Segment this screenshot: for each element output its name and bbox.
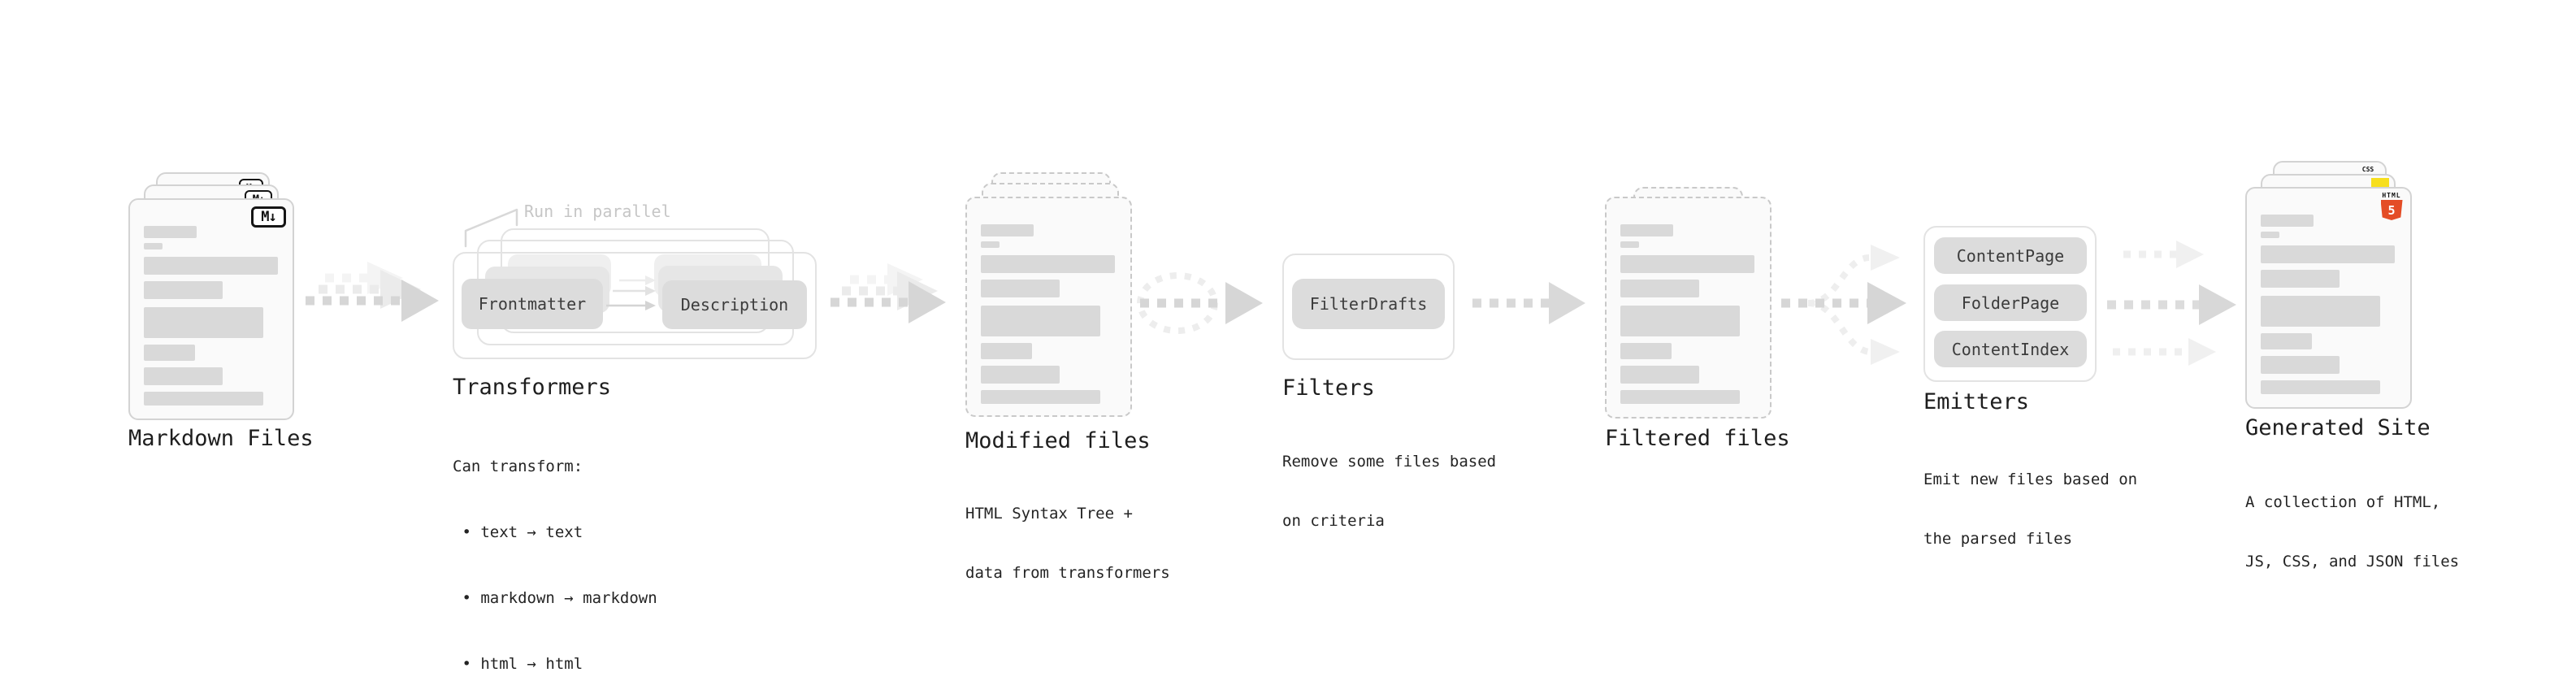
- description-line: on criteria: [1282, 511, 1385, 530]
- skeleton-bar: [2261, 245, 2395, 263]
- skeleton-bar: [2261, 380, 2380, 394]
- skeleton-bar: [2261, 215, 2314, 227]
- skeleton-bar: [2261, 296, 2380, 327]
- skeleton-bar: [144, 392, 263, 406]
- filters-box: [1282, 254, 1455, 360]
- description-line: • html → html: [453, 654, 583, 673]
- description-line: HTML Syntax Tree +: [965, 504, 1133, 523]
- modified-files-label: Modified files: [965, 428, 1151, 453]
- skeleton-bar: [2261, 333, 2312, 349]
- emitter-folderpage: FolderPage: [1934, 284, 2087, 321]
- skeleton-bar: [1620, 241, 1639, 248]
- description-line: Emit new files based on: [1923, 470, 2138, 488]
- markdown-files-label: Markdown Files: [128, 426, 314, 451]
- skeleton-bar: [981, 343, 1032, 359]
- arrow-transformers-to-modified: [830, 263, 946, 323]
- description-line: Can transform:: [453, 457, 583, 475]
- transformers-description: Can transform: • text → text • markdown …: [453, 412, 657, 681]
- html5-icon-shield: 5: [2380, 200, 2403, 220]
- transformer-frontmatter: Frontmatter: [462, 279, 603, 329]
- emitter-contentindex: ContentIndex: [1934, 331, 2087, 367]
- skeleton-bar: [981, 306, 1100, 336]
- skeleton-bar: [144, 367, 223, 385]
- skeleton-bar: [144, 307, 263, 338]
- skeleton-bar: [144, 281, 223, 299]
- skeleton-bar: [1620, 306, 1740, 336]
- css-icon-label: CSS: [2361, 166, 2374, 173]
- description-line: the parsed files: [1923, 529, 2073, 548]
- filtered-file-card-front: [1605, 197, 1772, 419]
- arrow-markdown-to-transformers: [306, 262, 439, 322]
- arrow-filters-to-filtered: [1472, 282, 1585, 324]
- skeleton-bar: [1620, 343, 1672, 359]
- html5-icon-number: 5: [2387, 202, 2396, 218]
- html5-icon-word: HTML: [2382, 192, 2401, 199]
- arrow-filtered-to-emitters: [1781, 245, 1906, 365]
- transformer-description: Description: [662, 280, 807, 329]
- filters-description: Remove some files based on criteria: [1282, 412, 1496, 570]
- emitter-contentpage: ContentPage: [1934, 237, 2087, 274]
- generated-site-label: Generated Site: [2245, 415, 2431, 440]
- skeleton-bar: [144, 226, 197, 238]
- modified-file-card-front: [965, 197, 1132, 417]
- skeleton-bar: [981, 366, 1060, 384]
- transformers-box-front: [453, 252, 817, 359]
- arrow-emitters-to-generated: [2107, 241, 2236, 366]
- emitters-box: [1923, 226, 2097, 382]
- skeleton-bar: [144, 257, 278, 275]
- skeleton-bar: [144, 345, 195, 361]
- description-line: • markdown → markdown: [453, 588, 657, 607]
- description-line: data from transformers: [965, 563, 1170, 582]
- emitters-description: Emit new files based on the parsed files: [1923, 430, 2137, 588]
- skeleton-bar: [2261, 270, 2340, 288]
- description-line: A collection of HTML,: [2245, 492, 2441, 511]
- skeleton-bar: [1620, 255, 1754, 273]
- skeleton-bar: [981, 241, 1000, 248]
- modified-files-description: HTML Syntax Tree + data from transformer…: [965, 464, 1170, 622]
- skeleton-bar: [1620, 224, 1673, 236]
- skeleton-bar: [981, 224, 1034, 236]
- transformers-label: Transformers: [453, 375, 612, 400]
- skeleton-bar: [1620, 280, 1699, 297]
- skeleton-bar: [981, 255, 1115, 273]
- skeleton-bar: [2261, 356, 2340, 374]
- markdown-file-card-front: M↓: [128, 198, 294, 420]
- description-line: Remove some files based: [1282, 452, 1497, 471]
- skeleton-bar: [981, 390, 1100, 404]
- html5-icon: HTML 5: [2379, 193, 2404, 220]
- generated-file-card-html: HTML 5: [2245, 187, 2412, 409]
- filter-filterdrafts: FilterDrafts: [1292, 279, 1445, 329]
- run-in-parallel-annotation: Run in parallel: [524, 202, 671, 221]
- skeleton-bar: [1620, 366, 1699, 384]
- filtered-files-label: Filtered files: [1605, 426, 1790, 451]
- arrow-modified-to-filters: [1137, 272, 1263, 334]
- generated-site-description: A collection of HTML, JS, CSS, and JSON …: [2245, 453, 2459, 611]
- skeleton-bar: [1620, 390, 1740, 404]
- skeleton-bar: [981, 280, 1060, 297]
- description-line: • text → text: [453, 523, 583, 541]
- filters-label: Filters: [1282, 375, 1375, 401]
- emitters-label: Emitters: [1923, 389, 2030, 414]
- markdown-icon: M↓: [251, 206, 286, 228]
- skeleton-bar: [2261, 232, 2279, 238]
- skeleton-bar: [144, 243, 163, 249]
- description-line: JS, CSS, and JSON files: [2245, 552, 2460, 570]
